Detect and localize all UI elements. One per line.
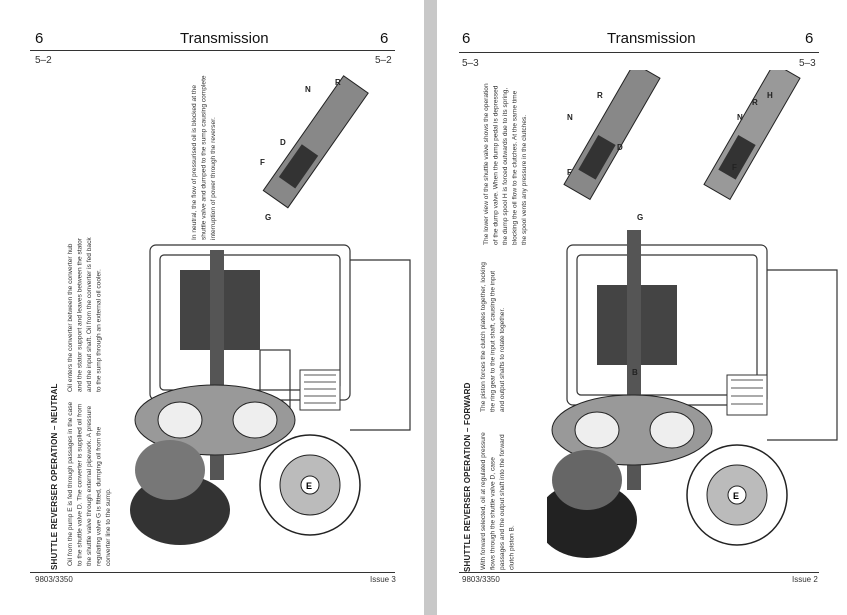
svg-text:H: H xyxy=(767,91,773,100)
page-number: 5–2 xyxy=(375,55,392,66)
page-title: Transmission xyxy=(607,30,696,47)
chapter-number: 6 xyxy=(35,30,44,47)
issue-number: Issue 2 xyxy=(792,575,818,584)
document-number: 9803/3350 xyxy=(35,575,73,584)
right-page: 6 Transmission 6 5–3 5–3 SHUTTLE REVERSE… xyxy=(437,0,847,615)
paragraph: Oil enters the converter between the con… xyxy=(67,237,103,392)
header-rule xyxy=(459,52,819,53)
page-number: 5–3 xyxy=(799,58,816,69)
chapter-number: 6 xyxy=(380,30,389,47)
svg-text:F: F xyxy=(260,158,265,167)
svg-text:N: N xyxy=(737,113,743,122)
issue-number: Issue 3 xyxy=(370,575,396,584)
svg-text:N: N xyxy=(567,113,573,122)
header-rule xyxy=(30,50,395,51)
section-heading: SHUTTLE REVERSER OPERATION – FORWARD xyxy=(463,382,472,572)
transmission-diagram: E N R F D G H R N F B xyxy=(547,70,838,558)
footer-rule xyxy=(459,572,819,573)
paragraph: With forward selected, oil at regulated … xyxy=(480,432,516,570)
chapter-number: 6 xyxy=(462,30,471,47)
page-number: 5–2 xyxy=(35,55,52,66)
transmission-diagram: E R N F D G xyxy=(130,75,411,545)
page-title: Transmission xyxy=(180,30,269,47)
paragraph: The piston forces the clutch plates toge… xyxy=(480,262,506,412)
svg-text:D: D xyxy=(617,143,623,152)
chapter-number: 6 xyxy=(805,30,814,47)
svg-text:R: R xyxy=(335,78,341,87)
svg-text:D: D xyxy=(280,138,286,147)
svg-text:E: E xyxy=(306,481,312,491)
svg-text:E: E xyxy=(733,491,739,501)
svg-text:B: B xyxy=(632,368,638,377)
footer-rule xyxy=(30,572,395,573)
svg-text:G: G xyxy=(637,213,643,222)
svg-text:G: G xyxy=(265,213,271,222)
section-heading: SHUTTLE REVERSER OPERATION – NEUTRAL xyxy=(50,383,59,570)
svg-text:F: F xyxy=(567,168,572,177)
svg-text:F: F xyxy=(732,163,737,172)
svg-text:N: N xyxy=(305,85,311,94)
svg-text:R: R xyxy=(752,98,758,107)
page-number: 5–3 xyxy=(462,58,479,69)
document-number: 9803/3350 xyxy=(462,575,500,584)
paragraph: The lower view of the shuttle valve show… xyxy=(483,83,528,245)
svg-text:R: R xyxy=(597,91,603,100)
paragraph: Oil from the pump E is fed through passa… xyxy=(67,401,112,566)
left-page: 6 Transmission 6 5–2 5–2 SHUTTLE REVERSE… xyxy=(0,0,424,615)
